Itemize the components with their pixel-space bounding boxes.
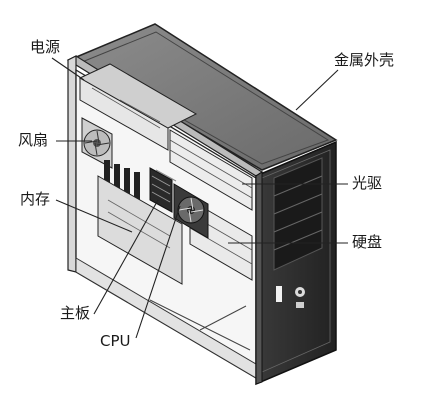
leader-metal-case xyxy=(295,69,339,111)
cpu-cooler xyxy=(173,183,209,239)
leader-motherboard xyxy=(93,199,159,315)
label-optical-drive: 光驱 xyxy=(352,174,383,192)
memory-modules xyxy=(149,167,177,213)
power-supply-unit xyxy=(78,63,198,151)
front-drive-bays xyxy=(273,157,323,271)
label-cpu: CPU xyxy=(100,332,131,350)
label-power-supply: 电源 xyxy=(30,38,61,56)
label-motherboard: 主板 xyxy=(60,304,91,322)
leader-power-supply xyxy=(51,57,85,81)
leader-cpu xyxy=(135,205,181,339)
front-panel-buttons xyxy=(276,286,305,308)
label-hard-disk: 硬盘 xyxy=(352,233,383,251)
label-metal-case: 金属外壳 xyxy=(334,51,395,69)
label-memory: 内存 xyxy=(20,190,51,208)
leader-memory xyxy=(55,199,133,233)
leader-lines xyxy=(51,57,348,339)
label-fan: 风扇 xyxy=(18,131,49,149)
